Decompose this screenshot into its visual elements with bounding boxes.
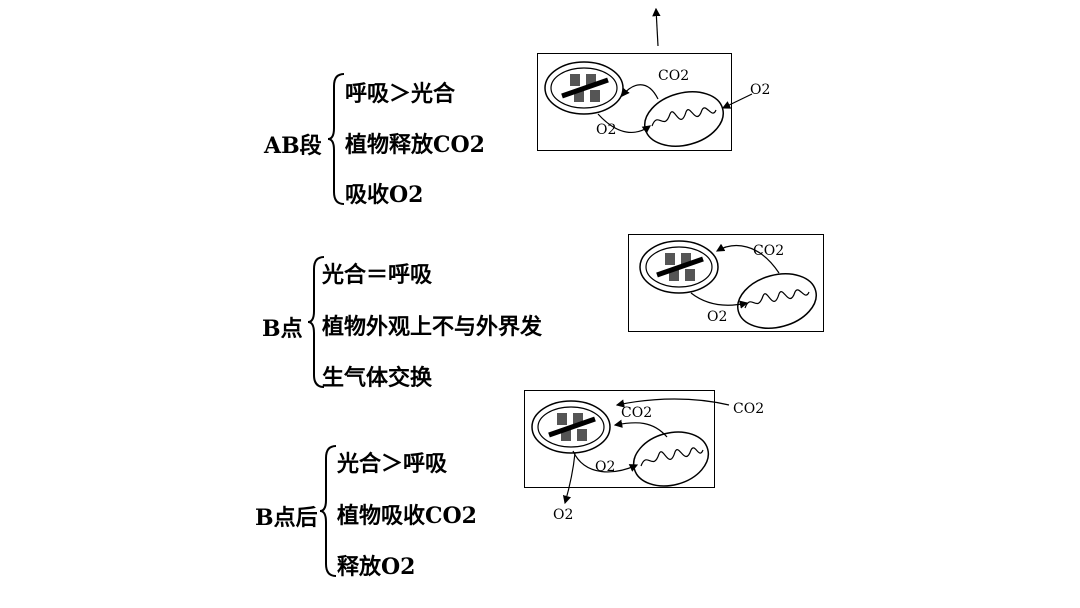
effect-line: 植物吸收CO2 xyxy=(337,503,477,529)
condition-line: 光合＝呼吸 xyxy=(322,262,433,288)
o2-arrow xyxy=(597,113,651,134)
co2-arrow xyxy=(715,243,780,274)
co2-label: CO2 xyxy=(621,405,652,421)
condition-line: 光合＞呼吸 xyxy=(337,451,448,477)
mitochondrion xyxy=(644,91,724,147)
effect-line: 释放O2 xyxy=(337,554,416,580)
co2-label: CO2 xyxy=(753,243,784,259)
o2-in-arrow xyxy=(721,93,753,109)
o2-arrow xyxy=(572,450,639,473)
cell-diagram: CO2 O2 xyxy=(628,234,824,332)
cell-diagram: CO2 CO2 O2 O2 xyxy=(524,390,764,523)
o2-label: O2 xyxy=(707,309,727,325)
co2-label: CO2 xyxy=(658,68,689,84)
section-label: B点后 xyxy=(255,505,318,531)
curly-brace xyxy=(307,256,325,388)
o2-label: O2 xyxy=(596,122,616,138)
effect-line: 植物释放CO2 xyxy=(345,132,485,158)
curly-brace xyxy=(327,73,345,205)
chloroplast xyxy=(639,240,719,294)
mitochondrion xyxy=(737,273,817,329)
co2-arrow xyxy=(613,419,668,438)
section-label: B点 xyxy=(262,316,303,342)
section-label: AB段 xyxy=(264,133,322,159)
o2-out-arrow xyxy=(562,452,576,505)
co2-arrow xyxy=(621,84,659,100)
cell-diagram: CO2 O2 O2 xyxy=(537,7,770,151)
co2-label: CO2 xyxy=(733,401,764,417)
effect-line: 生气体交换 xyxy=(322,365,433,391)
o2-label: O2 xyxy=(750,82,770,98)
co2-out-arrow xyxy=(652,7,661,47)
o2-label: O2 xyxy=(595,459,615,475)
effect-line: 植物外观上不与外界发 xyxy=(322,314,543,340)
o2-arrow xyxy=(690,292,749,309)
chloroplast xyxy=(531,400,611,454)
condition-line: 呼吸＞光合 xyxy=(345,81,456,107)
co2-in-arrow xyxy=(615,398,730,408)
curly-brace xyxy=(319,445,337,577)
mitochondrion xyxy=(632,431,710,487)
chloroplast xyxy=(544,61,624,115)
o2-label: O2 xyxy=(553,507,573,523)
effect-line: 吸收O2 xyxy=(345,182,424,208)
